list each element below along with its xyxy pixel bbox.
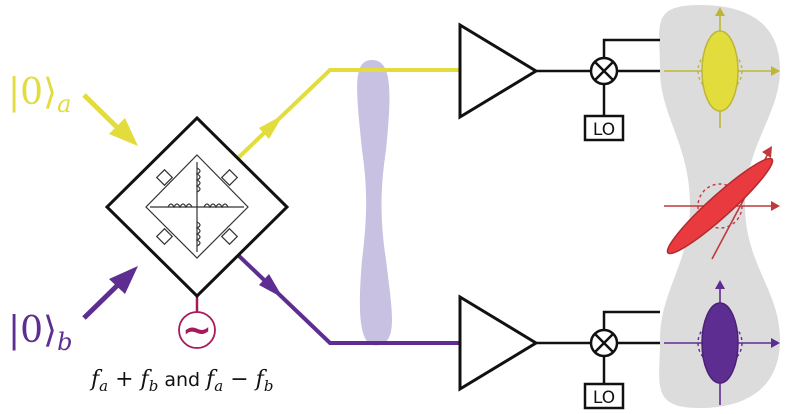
mixer-top <box>589 56 619 86</box>
mixer-output-i-top <box>602 38 660 58</box>
output-path-a <box>236 68 460 160</box>
lo-label-top: LO <box>593 120 615 140</box>
phase-space-a <box>664 7 780 128</box>
inductor-coils <box>167 167 229 247</box>
input-subscript-a: a <box>57 90 71 118</box>
output-path-b <box>236 253 460 345</box>
input-arrowhead-b <box>109 266 138 294</box>
josephson-junctions <box>155 168 239 246</box>
input-arrowhead-a <box>109 118 138 146</box>
pump-source <box>178 311 216 349</box>
phase-space-correlation <box>664 146 780 260</box>
input-ket-b: |0⟩ <box>8 310 57 351</box>
pump-symbol: ~ <box>182 310 212 351</box>
input-ket-a: |0⟩ <box>8 72 57 113</box>
input-label-a: |0⟩a <box>8 72 71 118</box>
ring-mixer-inner <box>145 154 249 259</box>
lo-box-bottom <box>583 382 625 410</box>
output-arrowhead-b <box>259 274 283 298</box>
lo-box-top <box>583 114 625 142</box>
mixer-bottom <box>589 328 619 358</box>
state-ellipse-correlation <box>666 157 774 255</box>
output-arrowhead-a <box>259 115 283 139</box>
input-subscript-b: b <box>57 328 72 356</box>
state-ellipse-a <box>701 30 739 112</box>
state-ellipse-b <box>701 302 739 384</box>
phase-space-b <box>664 280 780 405</box>
amplifier-top <box>458 22 539 120</box>
amplifier-bottom <box>458 294 539 392</box>
input-label-b: |0⟩b <box>8 310 72 356</box>
lo-label-bottom: LO <box>593 388 615 408</box>
mixer-output-i-bottom <box>602 310 660 330</box>
pump-frequency-label: fa + fb and fa − fb <box>89 367 273 395</box>
squeezed-channel <box>357 60 392 346</box>
